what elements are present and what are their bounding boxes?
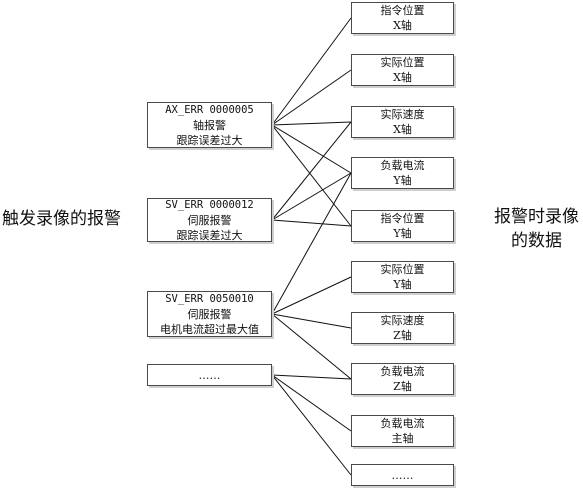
- data-box-3-line-2: X轴: [393, 123, 412, 136]
- data-box-5: 指令位置 Y轴: [351, 210, 454, 242]
- right-title-line-1: 报警时录像: [494, 207, 579, 227]
- data-box-6: 实际位置 Y轴: [351, 261, 454, 293]
- alarm-box-3-line-3: 电机电流超过最大值: [160, 322, 259, 336]
- right-title: 报警时录像 的数据: [494, 205, 579, 253]
- alarm-box-1-line-2: 轴报警: [193, 118, 226, 132]
- alarm-box-1-line-1: AX_ERR 0000005: [165, 103, 254, 116]
- data-box-5-line-2: Y轴: [393, 227, 412, 240]
- data-box-5-line-1: 指令位置: [380, 212, 425, 225]
- alarm-box-1: AX_ERR 0000005 轴报警跟踪误差过大: [147, 102, 272, 148]
- connection-line-14: [271, 374, 352, 432]
- connection-line-3: [271, 121, 352, 126]
- data-box-6-line-1: 实际位置: [380, 263, 425, 276]
- alarm-box-2-line-1: SV_ERR 0000012: [165, 198, 254, 211]
- data-box-10-line-1: ……: [391, 468, 414, 482]
- alarm-box-2: SV_ERR 0000012 伺服报警跟踪误差过大: [147, 198, 272, 242]
- data-box-9-line-1: 负载电流: [380, 417, 425, 430]
- alarm-box-3-line-2: 伺服报警: [187, 307, 232, 321]
- left-title-text: 触发录像的报警: [2, 209, 121, 229]
- alarm-box-4: ……: [147, 364, 272, 386]
- connection-line-4: [271, 124, 352, 174]
- data-box-6-line-2: Y轴: [393, 278, 412, 291]
- data-box-2-line-2: X轴: [393, 71, 412, 84]
- connection-line-5: [271, 124, 352, 227]
- data-box-1: 指令位置 X轴: [351, 2, 454, 34]
- data-box-9: 负载电流主轴: [351, 415, 454, 447]
- alarm-box-3: SV_ERR 0050010 伺服报警电机电流超过最大值: [147, 291, 272, 337]
- data-box-1-line-1: 指令位置: [380, 4, 425, 17]
- left-title: 触发录像的报警: [2, 207, 121, 231]
- data-box-7-line-2: Z轴: [393, 329, 412, 342]
- data-box-3: 实际速度 X轴: [351, 106, 454, 138]
- connection-line-13: [271, 374, 352, 380]
- data-box-3-line-1: 实际速度: [380, 108, 425, 121]
- alarm-box-2-line-3: 跟踪误差过大: [176, 228, 243, 242]
- data-box-9-line-2: 主轴: [391, 432, 414, 445]
- connection-line-15: [271, 374, 352, 476]
- alarm-box-1-line-3: 跟踪误差过大: [176, 133, 243, 147]
- connection-line-7: [271, 172, 352, 221]
- alarm-box-2-line-2: 伺服报警: [187, 213, 232, 227]
- data-box-2-line-1: 实际位置: [380, 56, 425, 69]
- data-box-2: 实际位置 X轴: [351, 54, 454, 86]
- data-box-4: 负载电流 Y轴: [351, 157, 454, 189]
- data-box-1-line-2: X轴: [393, 19, 412, 32]
- connection-line-12: [271, 313, 352, 380]
- data-box-4-line-2: Y轴: [393, 174, 412, 187]
- data-box-4-line-1: 负载电流: [380, 159, 425, 172]
- connection-line-8: [271, 219, 352, 227]
- data-box-10: ……: [351, 464, 454, 486]
- connection-line-2: [271, 69, 352, 126]
- alarm-box-4-line-1: ……: [198, 368, 221, 382]
- data-box-8-line-2: Z轴: [393, 380, 412, 393]
- alarm-box-3-line-1: SV_ERR 0050010: [165, 292, 254, 305]
- data-box-8: 负载电流 Z轴: [351, 363, 454, 395]
- data-box-7-line-1: 实际速度: [380, 314, 425, 327]
- connection-line-6: [271, 121, 352, 221]
- connection-line-11: [271, 313, 352, 329]
- data-box-8-line-1: 负载电流: [380, 365, 425, 378]
- right-title-line-2: 的数据: [511, 231, 562, 251]
- connection-line-1: [271, 17, 352, 126]
- data-box-7: 实际速度 Z轴: [351, 312, 454, 344]
- connection-line-10: [271, 276, 352, 315]
- connection-line-9: [271, 172, 352, 315]
